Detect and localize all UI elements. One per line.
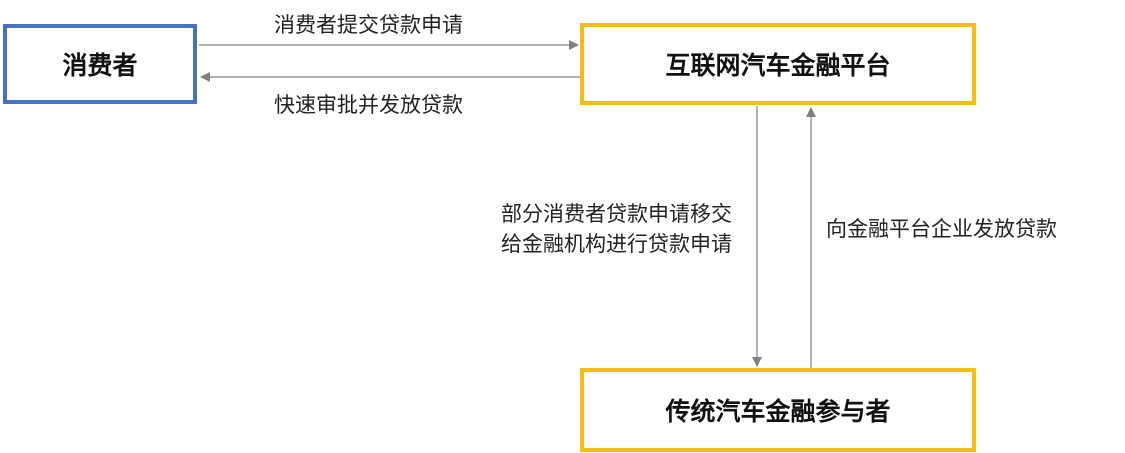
consumer-node: 消费者 [3,24,197,104]
platform-node-label: 互联网汽车金融平台 [665,51,891,80]
traditional-finance-node: 传统汽车金融参与者 [580,368,976,452]
edge-label-transfer: 部分消费者贷款申请移交 给金融机构进行贷款申请 [501,202,732,256]
edge-label-approve: 快速审批并发放贷款 [274,93,463,117]
traditional-finance-node-label: 传统汽车金融参与者 [665,397,891,426]
consumer-node-label: 消费者 [62,51,138,80]
edge-label-apply: 消费者提交贷款申请 [274,13,463,37]
platform-node: 互联网汽车金融平台 [580,23,976,105]
edge-label-lend: 向金融平台企业发放贷款 [826,217,1057,241]
